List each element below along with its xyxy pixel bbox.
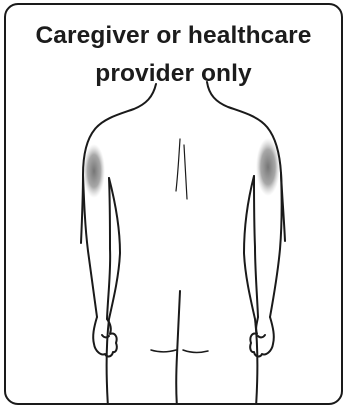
spine-line-2 bbox=[184, 145, 187, 199]
right-hand-detail bbox=[258, 335, 265, 337]
body-outline bbox=[81, 82, 285, 405]
right-gluteal-fold bbox=[183, 350, 208, 352]
left-inner-arm bbox=[107, 178, 110, 319]
left-gluteal-fold bbox=[151, 350, 176, 352]
injection-site-panel: Caregiver or healthcare provider only bbox=[4, 3, 343, 405]
body-back-illustration bbox=[6, 5, 343, 405]
left-upper-arm-injection-site bbox=[83, 144, 105, 198]
torso-right-side bbox=[244, 176, 257, 405]
right-outer-arm bbox=[270, 173, 282, 317]
spine-line-1 bbox=[176, 139, 180, 191]
right-inner-arm bbox=[254, 176, 258, 317]
buttocks-cleft bbox=[176, 291, 180, 405]
